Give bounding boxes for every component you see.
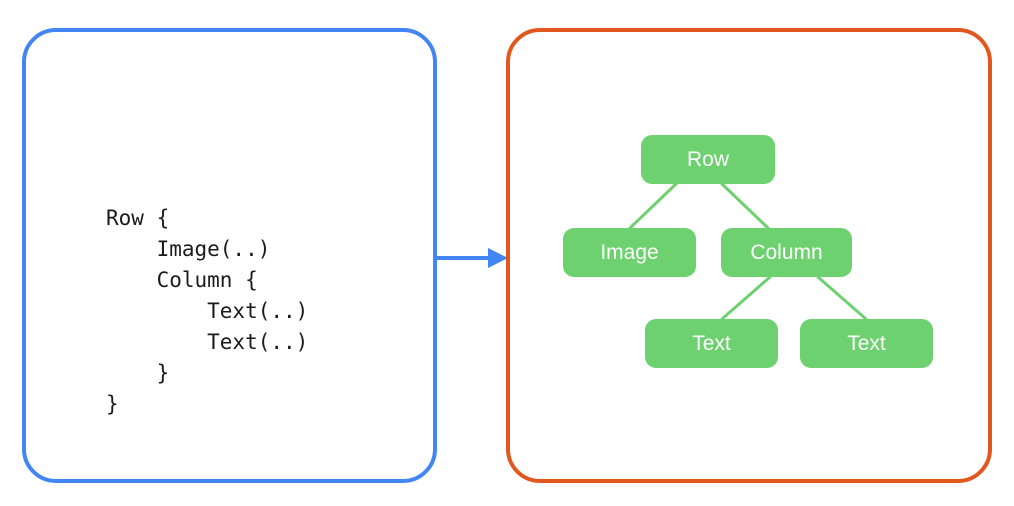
tree-node-image[interactable]: Image bbox=[563, 228, 696, 277]
tree-node-text-2[interactable]: Text bbox=[800, 319, 933, 368]
code-panel: Row { Image(..) Column { Text(..) Text(.… bbox=[22, 28, 437, 483]
transform-arrow bbox=[437, 248, 508, 268]
tree-node-column[interactable]: Column bbox=[721, 228, 852, 277]
code-snippet: Row { Image(..) Column { Text(..) Text(.… bbox=[106, 206, 309, 416]
tree-node-text-1[interactable]: Text bbox=[645, 319, 778, 368]
tree-node-row[interactable]: Row bbox=[641, 135, 775, 184]
